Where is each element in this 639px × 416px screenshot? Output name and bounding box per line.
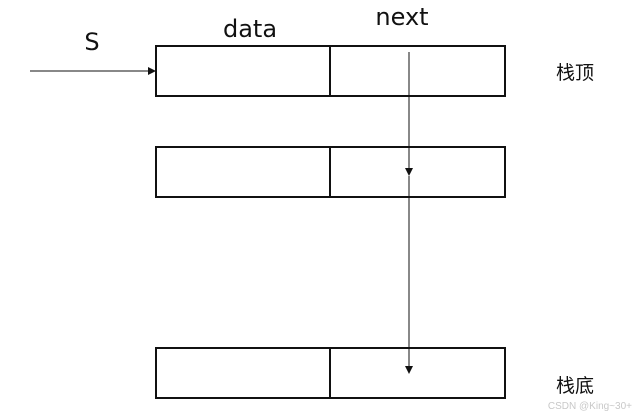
data-field-label: data	[223, 15, 277, 43]
stack-top-label: 栈顶	[556, 62, 594, 84]
stack-node-bottom	[155, 347, 506, 399]
stack-bottom-label: 栈底	[556, 375, 594, 397]
stack-node-middle	[155, 146, 506, 198]
watermark-text: CSDN @King~30+	[548, 401, 632, 412]
head-pointer-label: S	[84, 28, 99, 56]
stack-node-top	[155, 45, 506, 97]
next-field-label: next	[375, 3, 428, 31]
